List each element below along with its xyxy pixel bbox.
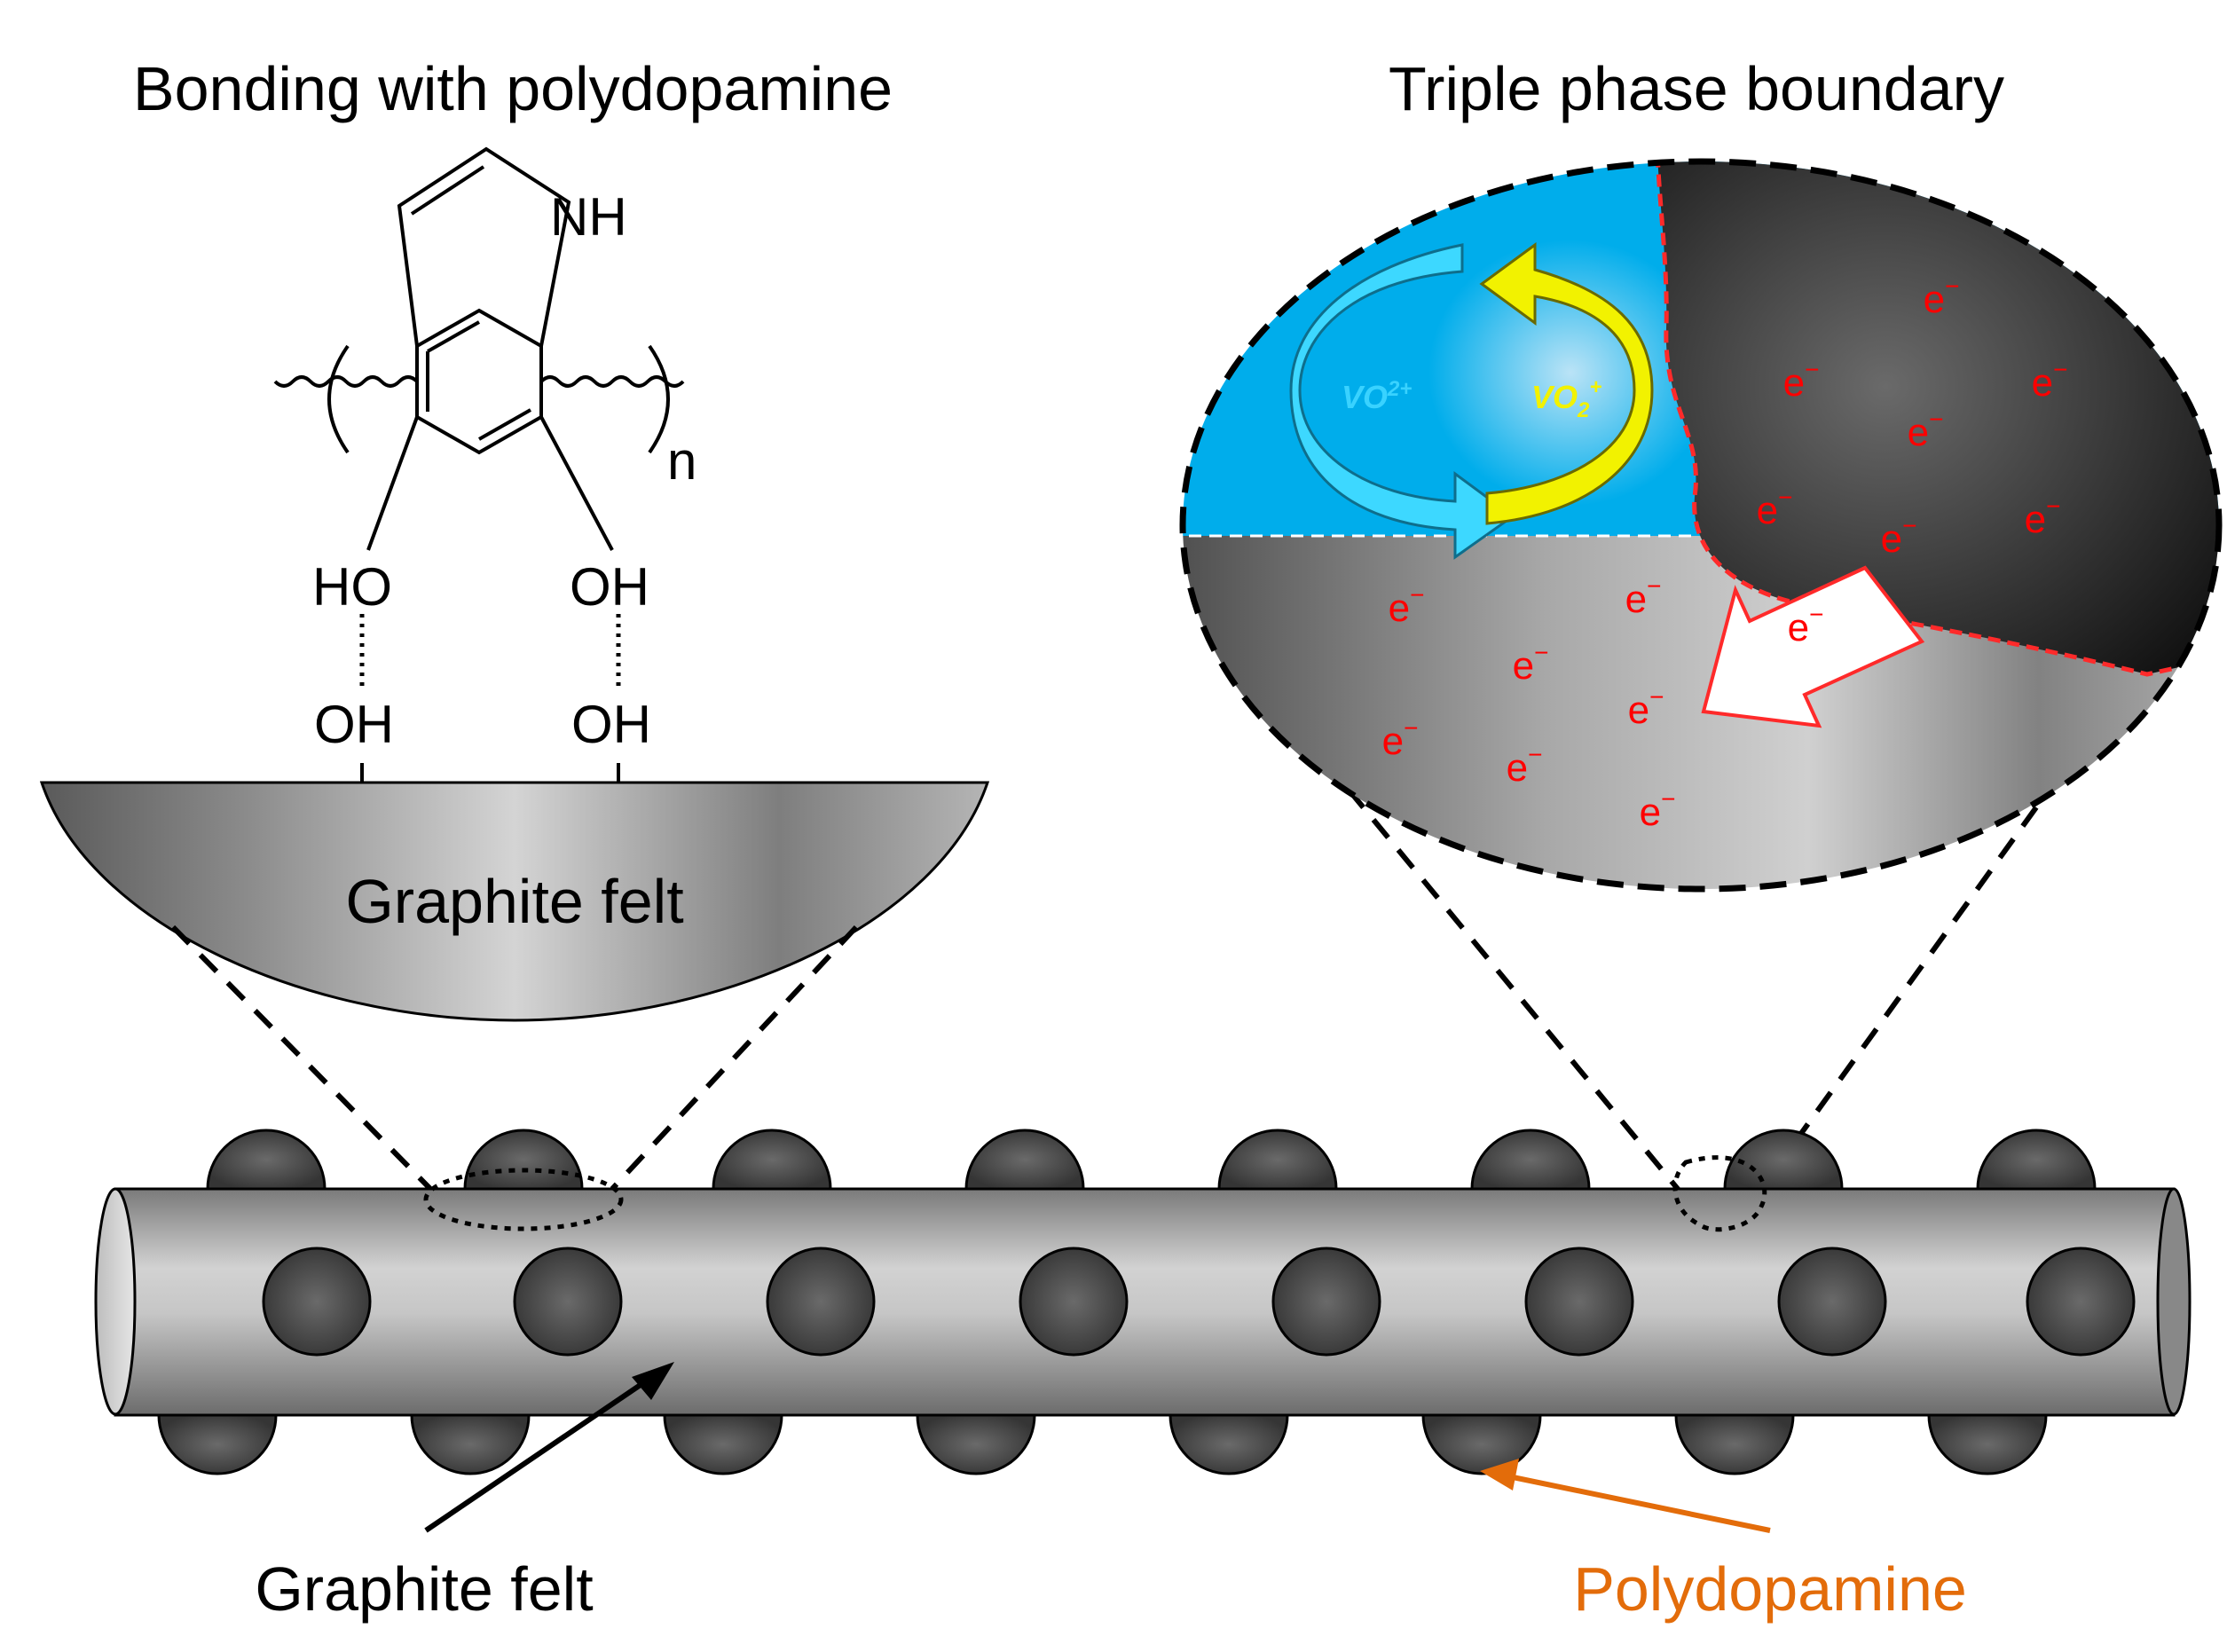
electron-label: e− bbox=[1881, 512, 1917, 561]
polydopamine-particle bbox=[1723, 1129, 1844, 1191]
triple-phase-outline bbox=[1179, 158, 2223, 893]
bracket-right bbox=[648, 344, 670, 454]
graphite-fiber-front bbox=[94, 1187, 137, 1416]
fiber-pointer-arrow bbox=[424, 1362, 674, 1533]
electron-label: e− bbox=[1783, 356, 1820, 405]
bracket-left bbox=[327, 344, 350, 454]
polydopamine-particle bbox=[206, 1129, 327, 1191]
electron-label: e− bbox=[1924, 272, 1960, 321]
polydopamine-particle bbox=[463, 1129, 584, 1191]
middle-particles bbox=[262, 1247, 2136, 1357]
cycle-arrow-yellow bbox=[1479, 242, 1654, 525]
oh-top-label: OH bbox=[570, 557, 649, 617]
ho-label: HO bbox=[312, 557, 392, 617]
polydopamine-particle bbox=[1217, 1129, 1338, 1191]
ion-label-vo2-sub: 2 bbox=[1577, 398, 1590, 422]
electron-label: e− bbox=[1788, 601, 1824, 649]
polydopamine-particle bbox=[712, 1129, 832, 1191]
wavy-bond-right bbox=[539, 375, 685, 388]
polydopamine-particle bbox=[157, 1413, 278, 1475]
selection-outline-right bbox=[1672, 1155, 1767, 1232]
zoom-line-right-b bbox=[1759, 806, 2039, 1191]
polydopamine-particle bbox=[1169, 1413, 1289, 1475]
graphite-felt-inset-label: Graphite felt bbox=[345, 867, 683, 936]
ion-label-vo2-sup: + bbox=[1589, 375, 1601, 399]
graphite-felt-inset bbox=[39, 781, 990, 1022]
polydopamine-label: Polydopamine bbox=[1573, 1554, 1967, 1624]
polydopamine-particle bbox=[1019, 1247, 1129, 1357]
n-subscript: n bbox=[667, 431, 696, 491]
zoom-lines bbox=[170, 788, 2039, 1196]
polydopamine-particle bbox=[1777, 1247, 1887, 1357]
polydopamine-particle bbox=[1674, 1413, 1795, 1475]
zoom-line-left-b bbox=[610, 924, 859, 1192]
polydopamine-particle bbox=[1524, 1247, 1634, 1357]
polydopamine-particle bbox=[2026, 1247, 2136, 1357]
polydopamine-particle bbox=[1976, 1129, 2097, 1191]
zoom-line-right-a bbox=[1346, 788, 1684, 1195]
polydopamine-particle bbox=[410, 1413, 531, 1475]
electron-label: e− bbox=[1640, 785, 1676, 834]
polydopamine-structure bbox=[273, 146, 685, 798]
polydopamine-particle bbox=[1927, 1413, 2048, 1475]
polydopamine-particle bbox=[663, 1413, 783, 1475]
ion-label-vo2plus-sup: 2+ bbox=[1387, 377, 1412, 401]
triple-phase-inset bbox=[1183, 161, 2219, 889]
oh-surface-right: OH bbox=[571, 695, 651, 754]
electron-label: e− bbox=[1625, 572, 1662, 621]
polydopamine-particle bbox=[1421, 1413, 1542, 1475]
nh-label: NH bbox=[550, 187, 627, 247]
polydopamine-particle bbox=[964, 1129, 1085, 1191]
ion-label-vo2plus-base: VO bbox=[1342, 379, 1388, 415]
polydopamine-particle bbox=[513, 1247, 623, 1357]
ion-label-vo2plus: VO2+ bbox=[1342, 377, 1412, 415]
fiber-label: Graphite felt bbox=[255, 1554, 593, 1624]
electron-label: e− bbox=[1757, 484, 1793, 532]
polydopamine-particle bbox=[766, 1247, 876, 1357]
polydopamine-particle bbox=[1271, 1247, 1381, 1357]
selection-outline-left bbox=[423, 1168, 624, 1231]
right-title: Triple phase boundary bbox=[1389, 54, 2004, 123]
bottom-particles bbox=[157, 1413, 2048, 1475]
polydopamine-particle bbox=[1470, 1129, 1591, 1191]
wavy-bond-left bbox=[273, 375, 419, 388]
electron-label: e− bbox=[1908, 405, 1944, 454]
ion-label-vo2: VO2+ bbox=[1531, 375, 1601, 422]
top-particles bbox=[206, 1129, 2097, 1191]
polydopamine-particle bbox=[262, 1247, 372, 1357]
cycle-arrow-cyan bbox=[1289, 243, 1515, 560]
graphite-fiber-group bbox=[94, 1129, 2192, 1475]
ion-label-vo2-base: VO bbox=[1531, 379, 1578, 415]
left-title: Bonding with polydopamine bbox=[133, 54, 893, 123]
electron-label: e− bbox=[1507, 741, 1543, 790]
electrons: e− e− e− e− e− e− e− e− e− e− e− e− e− e− e− bbox=[1382, 272, 2068, 834]
electron-label: e− bbox=[2025, 492, 2061, 541]
electron-label: e− bbox=[1628, 683, 1664, 732]
graphite-fiber-end bbox=[2156, 1187, 2192, 1416]
benzene-ring bbox=[415, 308, 543, 455]
electron-transfer-arrow bbox=[1701, 565, 1925, 728]
oh-surface-left: OH bbox=[314, 695, 394, 754]
pyrrole-ring bbox=[397, 146, 571, 347]
electron-label: e− bbox=[1513, 639, 1549, 688]
electron-label: e− bbox=[1389, 581, 1425, 630]
electron-label: e− bbox=[1382, 714, 1419, 763]
polydopamine-particle bbox=[916, 1413, 1036, 1475]
electron-label: e− bbox=[2032, 356, 2068, 405]
particle-pointer-arrow bbox=[1480, 1459, 1771, 1533]
